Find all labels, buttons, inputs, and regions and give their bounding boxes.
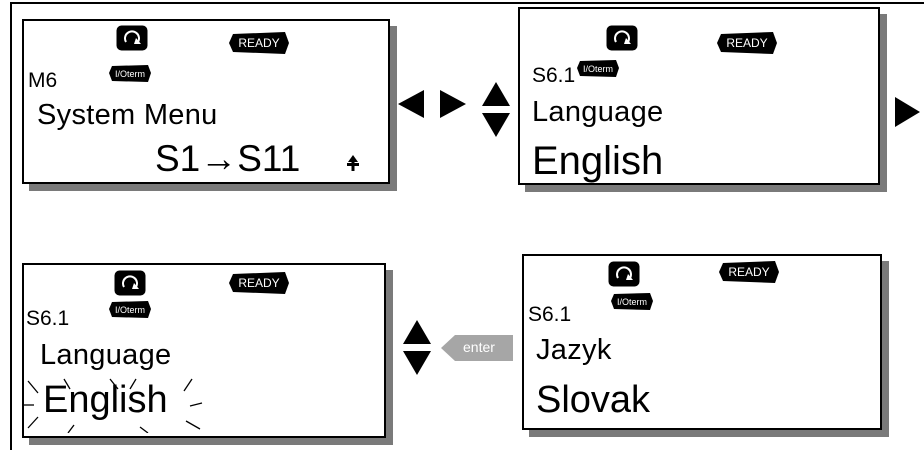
ready-badge: READY [229, 272, 289, 294]
down-arrow-icon [482, 113, 510, 137]
ready-label: READY [728, 265, 769, 279]
menu-code: S6.1 [532, 64, 576, 87]
rotation-icon [116, 25, 148, 51]
io-term-label: I/Oterm [115, 69, 145, 79]
right-arrow-icon [895, 97, 920, 127]
parameter-value: Slovak [536, 379, 651, 421]
browse-plus-icon [347, 155, 359, 171]
menu-code: S6.1 [26, 307, 70, 330]
io-term-badge: I/Oterm [611, 293, 653, 310]
ready-label: READY [726, 36, 767, 50]
ready-label: READY [238, 36, 279, 50]
rotation-icon [608, 261, 640, 287]
menu-code: M6 [28, 69, 58, 92]
io-term-badge: I/Oterm [577, 60, 619, 77]
parameter-value: English [532, 139, 664, 183]
left-arrow-icon [398, 90, 424, 118]
rotation-icon [114, 270, 146, 296]
up-arrow-icon [482, 82, 510, 106]
io-term-label: I/Oterm [617, 297, 647, 307]
parameter-value-blinking: English [43, 379, 168, 421]
frame-top-line [10, 2, 924, 4]
keypad-display-language-changed: READY S6.1 I/Oterm Jazyk Slovak [522, 254, 882, 430]
io-term-label: I/Oterm [115, 305, 145, 315]
rotation-icon [606, 25, 638, 51]
keypad-display-language-edit: READY S6.1 I/Oterm Language English [22, 263, 386, 438]
ready-badge: READY [719, 261, 779, 283]
ready-label: READY [238, 276, 279, 290]
parameter-name: Language [532, 96, 664, 128]
parameter-name: Jazyk [536, 334, 612, 366]
menu-title: System Menu [37, 99, 218, 131]
down-arrow-icon [403, 351, 431, 375]
io-term-badge: I/Oterm [109, 301, 151, 318]
ready-badge: READY [717, 32, 777, 54]
menu-code: S6.1 [528, 303, 572, 326]
parameter-name: Language [40, 339, 172, 371]
keypad-display-system-menu: READY M6 I/Oterm System Menu S1→S11 [22, 19, 390, 184]
blink-rays-icon [24, 378, 203, 433]
up-arrow-icon [403, 320, 431, 344]
right-arrow-icon [440, 90, 466, 118]
frame-left-line [10, 2, 12, 450]
ready-badge: READY [229, 32, 289, 54]
keypad-display-language: READY S6.1 I/Oterm Language English [518, 7, 880, 185]
io-term-label: I/Oterm [583, 64, 613, 74]
io-term-badge: I/Oterm [109, 65, 151, 82]
enter-key-icon [441, 335, 513, 361]
menu-range: S1→S11 [155, 138, 301, 179]
enter-key-label: enter [463, 339, 495, 355]
